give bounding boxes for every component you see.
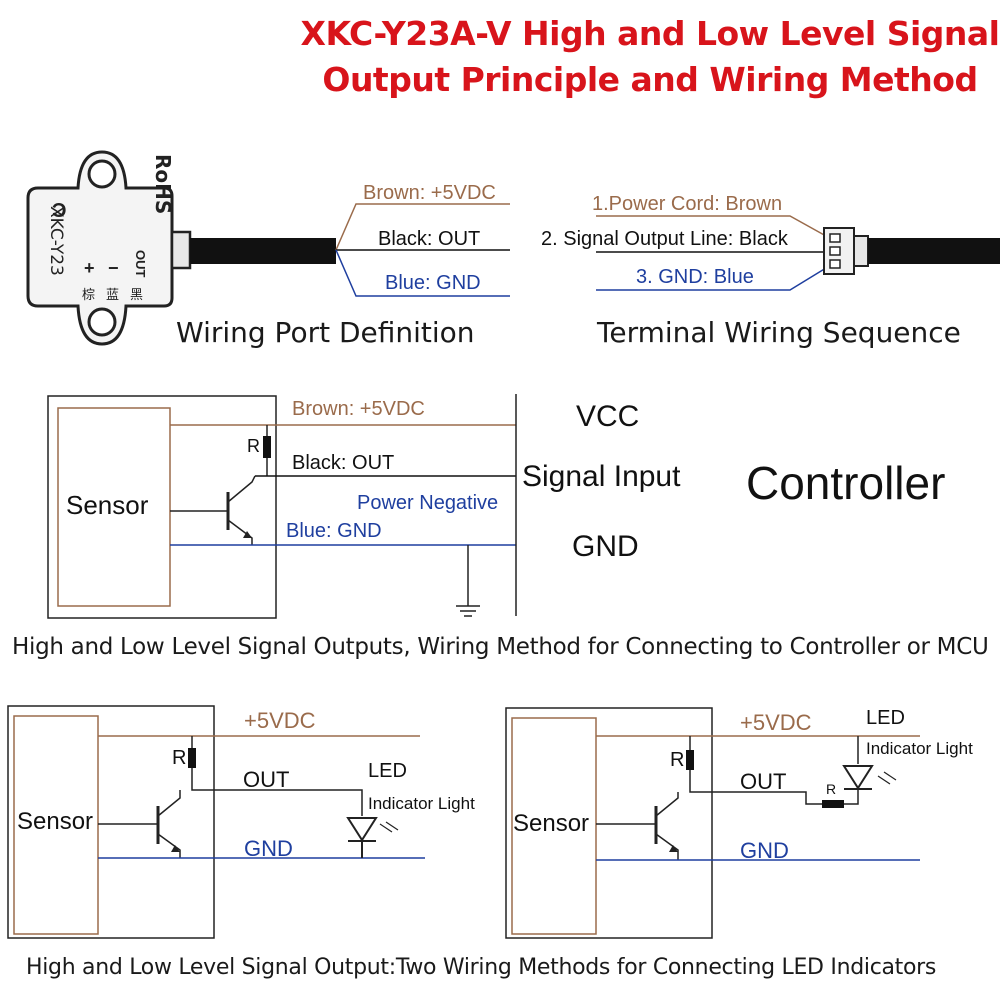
led-left-gnd-label: GND bbox=[244, 836, 293, 861]
terminal-power-label: 1.Power Cord: Brown bbox=[592, 193, 783, 215]
led-right-sensor-label: Sensor bbox=[513, 810, 590, 837]
led-right-gnd-label: GND bbox=[740, 838, 789, 863]
terminal-connector bbox=[823, 227, 1000, 275]
pin-cn-1: 棕 bbox=[82, 287, 96, 302]
controller-brown-label: Brown: +5VDC bbox=[292, 398, 425, 420]
wiring-port-diagram bbox=[26, 150, 1000, 346]
wire-black-label: Black: OUT bbox=[378, 228, 481, 250]
pullup-resistor bbox=[263, 436, 271, 458]
sensor-housing bbox=[26, 150, 336, 346]
led-circuit-right bbox=[505, 707, 920, 939]
wire-brown-label: Brown: +5VDC bbox=[363, 182, 496, 204]
minus-label: − bbox=[108, 258, 119, 278]
led-right-series-resistor-label: R bbox=[826, 781, 837, 797]
plus-label: + bbox=[84, 258, 95, 278]
led-caption: High and Low Level Signal Output:Two Wir… bbox=[26, 955, 937, 980]
controller-label: Controller bbox=[746, 457, 946, 509]
resistor-label: R bbox=[247, 436, 260, 456]
power-negative-label: Power Negative bbox=[357, 492, 499, 514]
out-pin-label: OUT bbox=[133, 250, 148, 278]
ce-mark: Ͻ bbox=[52, 200, 67, 222]
terminal-signal-label: 2. Signal Output Line: Black bbox=[541, 228, 788, 250]
led-right-resistor-label: R bbox=[670, 749, 685, 771]
signal-input-label: Signal Input bbox=[522, 460, 681, 493]
led-left-indicator-label: Indicator Light bbox=[368, 794, 475, 813]
led-right-led-label: LED bbox=[866, 707, 905, 729]
led-right-indicator-label: Indicator Light bbox=[866, 739, 973, 758]
led-left-out-label: OUT bbox=[243, 767, 290, 792]
sensor-label: Sensor bbox=[66, 490, 149, 520]
led-right-out-label: OUT bbox=[740, 769, 787, 794]
sensor-block bbox=[57, 407, 171, 607]
title-line-1: XKC-Y23A-V High and Low Level Signal bbox=[300, 14, 1000, 53]
led-circuit-left bbox=[7, 705, 425, 939]
controller-caption: High and Low Level Signal Outputs, Wirin… bbox=[12, 634, 989, 660]
rohs-mark: RoHS bbox=[151, 154, 175, 215]
controller-black-label: Black: OUT bbox=[292, 452, 395, 474]
led-left-resistor-label: R bbox=[172, 747, 187, 769]
led-left-vdc-label: +5VDC bbox=[244, 708, 316, 733]
wire-blue-label: Blue: GND bbox=[385, 272, 481, 294]
title-line-2: Output Principle and Wiring Method bbox=[322, 60, 978, 99]
led-right-vdc-label: +5VDC bbox=[740, 710, 812, 735]
controller-circuit-diagram bbox=[47, 394, 517, 619]
controller-blue-label: Blue: GND bbox=[286, 520, 382, 542]
led-circuits-diagram bbox=[7, 705, 920, 939]
wiring-port-caption: Wiring Port Definition bbox=[176, 316, 475, 349]
sensor-enclosure bbox=[47, 395, 277, 619]
led-left-sensor-label: Sensor bbox=[17, 808, 94, 835]
terminal-gnd-label: 3. GND: Blue bbox=[636, 266, 754, 288]
led-left-led-label: LED bbox=[368, 760, 407, 782]
gnd-label: GND bbox=[572, 530, 639, 563]
terminal-caption: Terminal Wiring Sequence bbox=[597, 316, 961, 349]
vcc-label: VCC bbox=[576, 400, 640, 433]
pin-cn-2: 蓝 bbox=[106, 287, 120, 302]
pin-cn-3: 黑 bbox=[130, 287, 144, 302]
